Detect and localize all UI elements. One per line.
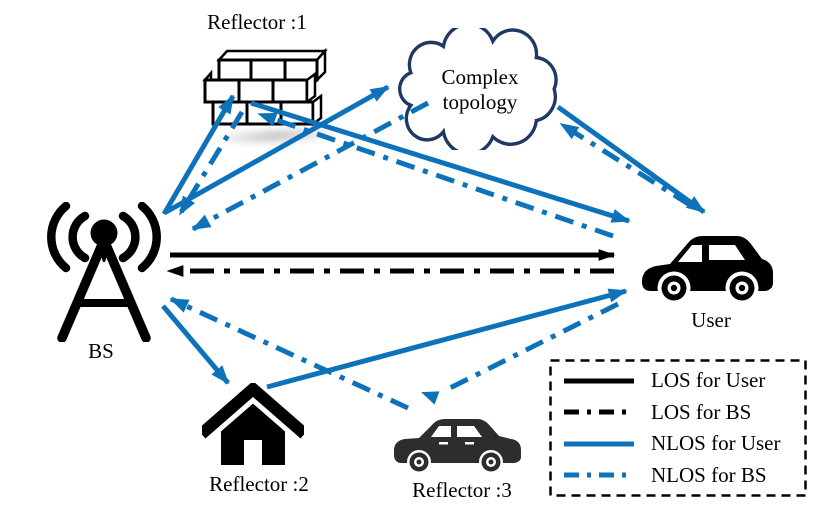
reflector3-car-icon xyxy=(389,414,522,474)
arrow-nlos-user-to-cloud xyxy=(559,121,692,208)
legend-label-2: NLOS for User xyxy=(651,431,781,456)
legend-sample-solid-blue xyxy=(564,441,634,447)
cloud-label: Complex topology xyxy=(442,65,519,115)
reflector1-brick-wall-icon xyxy=(197,48,329,136)
arrow-nlos-user-to-reflector1 xyxy=(257,111,614,239)
reflector3-label: Reflector :3 xyxy=(412,478,512,502)
arrow-nlos-reflector1-to-bs xyxy=(177,110,245,216)
bs-label: BS xyxy=(88,339,114,363)
arrow-nlos-user-to-reflector3 xyxy=(448,301,620,391)
reflector2-house-icon xyxy=(202,383,304,467)
arrow-nlos-cloud-to-user xyxy=(556,104,706,215)
legend-sample-solid-black xyxy=(564,378,634,384)
legend-sample-dashdot-blue xyxy=(564,472,634,478)
arrowhead-nlos-user-to-reflector3 xyxy=(421,391,440,405)
arrow-nlos-reflector1-to-user xyxy=(250,100,631,224)
cloud-outline xyxy=(398,28,558,150)
legend-item-3: NLOS for BS xyxy=(549,463,807,488)
user-label: User xyxy=(691,308,731,332)
user-car-icon xyxy=(636,226,774,306)
legend-label-3: NLOS for BS xyxy=(651,462,767,487)
base-station-icon xyxy=(44,202,164,342)
legend-sample-dashdot-black xyxy=(564,409,634,415)
arrow-nlos-reflector3-to-bs xyxy=(169,296,410,411)
arrow-nlos-bs-to-reflector1 xyxy=(161,94,236,216)
cloud-label-line1: Complex xyxy=(441,65,519,90)
reflector2-label: Reflector :2 xyxy=(209,472,309,496)
reflector1-label: Reflector :1 xyxy=(207,10,307,34)
legend-item-0: LOS for User xyxy=(549,368,807,393)
arrow-nlos-bs-to-reflector2 xyxy=(161,304,230,385)
arrow-nlos-cloud-to-bs xyxy=(191,100,430,232)
legend-label-1: LOS for BS xyxy=(651,399,752,424)
arrow-nlos-bs-to-cloud xyxy=(164,84,390,215)
legend-item-2: NLOS for User xyxy=(549,431,807,456)
cloud-label-line2: topology xyxy=(442,90,518,114)
legend-item-1: LOS for BS xyxy=(549,400,807,425)
legend-label-0: LOS for User xyxy=(651,368,766,393)
complex-topology-cloud: Complex topology xyxy=(396,28,564,150)
